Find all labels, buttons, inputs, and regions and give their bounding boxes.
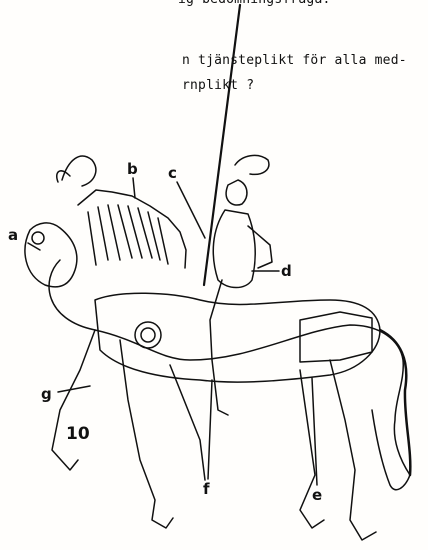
horse-front-leg-right bbox=[120, 340, 173, 528]
pointer-c bbox=[177, 182, 205, 238]
pointer-g bbox=[58, 386, 90, 392]
knight-helmet bbox=[226, 180, 247, 205]
horse-front-leg-left bbox=[52, 330, 95, 470]
label-c: c bbox=[168, 166, 177, 181]
barding-medallion bbox=[135, 322, 161, 348]
horse-tail bbox=[380, 330, 410, 475]
page-number: 10 bbox=[66, 426, 90, 443]
label-g: g bbox=[41, 387, 52, 402]
label-f: f bbox=[203, 482, 210, 497]
knight-torso-armor bbox=[213, 210, 255, 288]
head-plume bbox=[62, 156, 96, 186]
pointer-f bbox=[208, 380, 212, 479]
label-a: a bbox=[8, 228, 18, 243]
horse-barding bbox=[95, 293, 380, 382]
label-e: e bbox=[312, 488, 322, 503]
barding-rear-panel bbox=[300, 312, 372, 362]
horse-front-leg-mid bbox=[170, 365, 205, 480]
knight-arm bbox=[248, 226, 272, 268]
horse-head-armor-detail bbox=[32, 232, 44, 244]
lance bbox=[204, 5, 240, 285]
barding-medallion-inner bbox=[141, 328, 155, 342]
horse-rear-leg-right bbox=[330, 360, 376, 540]
pointer-b bbox=[133, 178, 135, 198]
helmet-plume bbox=[235, 155, 269, 174]
horse-body-outline bbox=[49, 260, 410, 490]
label-d: d bbox=[281, 264, 292, 279]
label-b: b bbox=[127, 162, 138, 177]
knight-leg bbox=[210, 280, 228, 415]
horse-mane-armor bbox=[78, 190, 186, 268]
